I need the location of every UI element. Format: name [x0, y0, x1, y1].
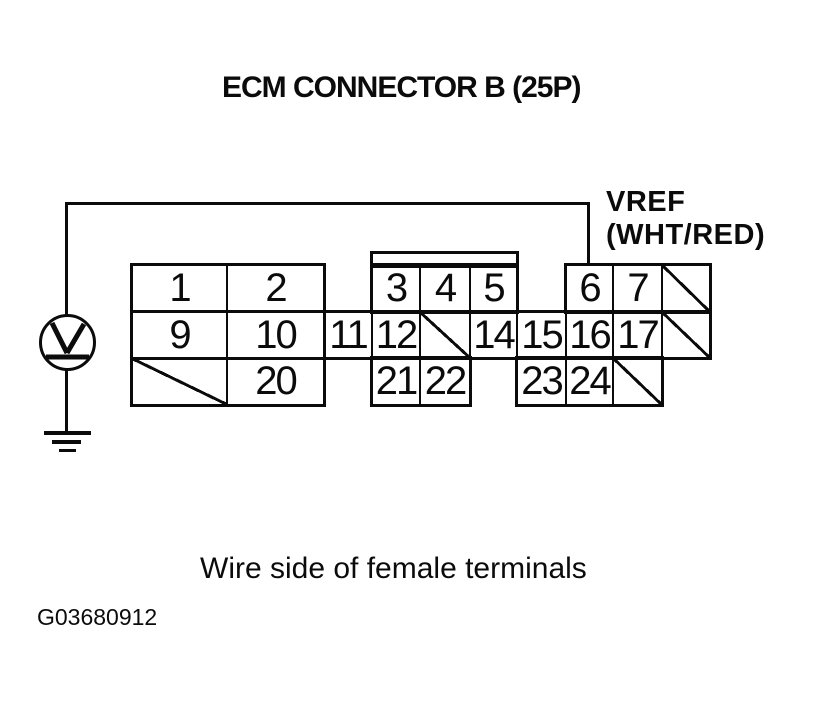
pin-cell-17: 17 — [612, 311, 663, 359]
pin-cell-14: 14 — [469, 311, 518, 359]
voltmeter-symbol — [39, 314, 96, 371]
voltmeter-icon — [46, 321, 89, 360]
ground-bar-3 — [59, 449, 76, 452]
blocked-cell — [661, 311, 711, 359]
pin-cell-4: 4 — [419, 264, 471, 313]
vref-wire-label: VREF (WHT/RED) — [606, 186, 765, 252]
wire-left-vertical — [65, 202, 68, 315]
wire-meter-to-ground — [65, 370, 68, 434]
pin-cell-7: 7 — [612, 264, 663, 313]
blocked-cell — [612, 357, 663, 406]
pin-cell-16: 16 — [565, 311, 614, 359]
pin-cell-3: 3 — [371, 264, 421, 313]
pin-cell-21: 21 — [371, 357, 421, 406]
pin-cell-12: 12 — [371, 311, 421, 359]
pin-cell-1: 1 — [131, 264, 228, 313]
blocked-cell — [419, 311, 471, 359]
pin-cell-2: 2 — [226, 264, 325, 313]
pin-cell-23: 23 — [516, 357, 567, 406]
pin-cell-24: 24 — [565, 357, 614, 406]
pin-cell-20: 20 — [226, 357, 325, 406]
vref-label-line1: VREF — [606, 186, 686, 218]
wire-right-vertical — [587, 202, 590, 267]
pin-cell-10: 10 — [226, 311, 325, 359]
caption-wire-side: Wire side of female terminals — [200, 552, 587, 585]
ground-bar-1 — [44, 431, 91, 435]
vref-label-line2: (WHT/RED) — [606, 219, 766, 251]
pin-cell-9: 9 — [131, 311, 228, 359]
pin-cell-5: 5 — [469, 264, 518, 313]
blocked-cell — [661, 264, 711, 313]
pin-cell-6: 6 — [565, 264, 614, 313]
pin-cell-22: 22 — [419, 357, 471, 406]
blocked-cell — [131, 357, 228, 406]
figure-id: G03680912 — [37, 604, 158, 630]
pin-cell-15: 15 — [516, 311, 567, 359]
pin-cell-11: 11 — [323, 311, 373, 359]
ground-bar-2 — [52, 440, 81, 444]
wire-top-horizontal — [65, 202, 590, 205]
diagram-title: ECM CONNECTOR B (25P) — [222, 71, 581, 104]
